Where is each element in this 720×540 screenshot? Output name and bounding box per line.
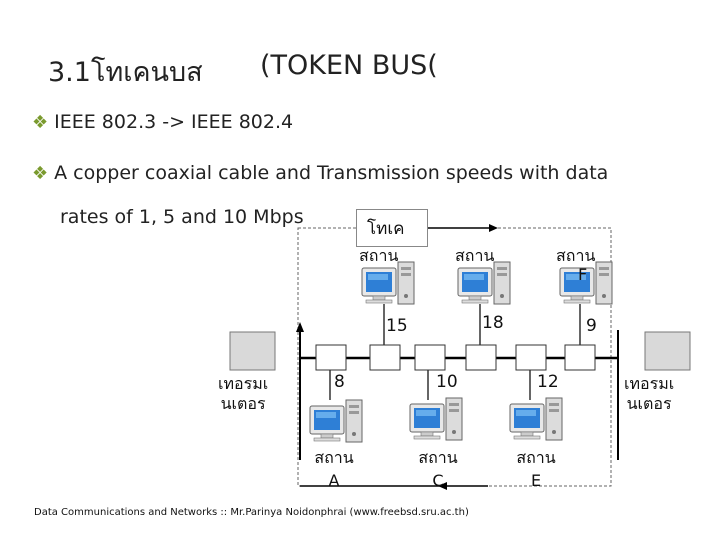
bullet-1: ❖IEEE 802.3 -> IEEE 802.4 [32,111,294,133]
diamond-bullet-icon: ❖ [32,112,49,133]
diamond-bullet-icon: ❖ [32,163,49,184]
token-box: โทเค [356,209,428,247]
label-10: 10 [436,372,458,392]
label-9: 9 [586,316,597,336]
terminator-left: เทอรมเ นเตอร [218,374,269,413]
bullet-2: ❖A copper coaxial cable and Transmission… [32,162,609,184]
slide-title-sub: (TOKEN BUS( [260,50,438,81]
station-e: สถาน E [516,448,556,490]
slide-title: 3.1โทเคนบส (TOKEN BUS( [48,50,438,93]
station-a: สถาน A [314,448,354,490]
station-label-top-1: สถาน [359,246,399,265]
slide-title-main: 3.1โทเคนบส [48,57,203,88]
station-label-top-3: สถาน [556,246,596,265]
label-8: 8 [334,372,345,392]
footer-credit: Data Communications and Networks :: Mr.P… [34,507,469,518]
bullet-2-continued: rates of 1, 5 and 10 Mbps [60,206,304,228]
station-label-top-2: สถาน [455,246,495,265]
label-12: 12 [537,372,559,392]
label-18: 18 [482,313,504,333]
station-c: สถาน C [418,448,458,490]
token-label: โทเค [367,219,405,239]
terminator-right: เทอรมเ นเตอร [624,374,675,413]
station-letter-f: F [578,265,588,284]
label-15: 15 [386,316,408,336]
